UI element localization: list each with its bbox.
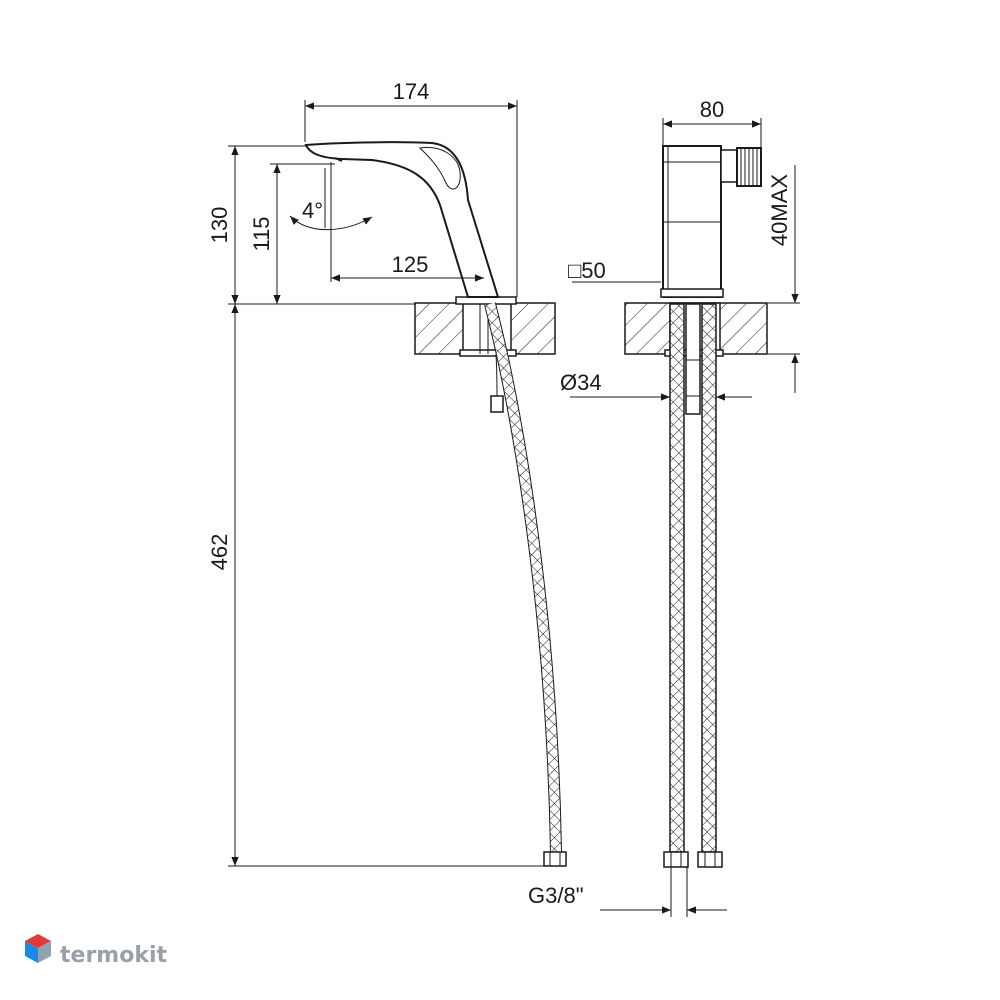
side-fitting xyxy=(543,851,567,867)
dim-thread: G3/8" xyxy=(528,883,584,908)
dim-max-deck: 40MAX xyxy=(767,174,792,246)
dim-spout-length: 174 xyxy=(393,79,430,104)
logo-cube-right-icon xyxy=(38,941,51,963)
dim-hole-dia: Ø34 xyxy=(560,370,602,395)
dim-hose-length: 462 xyxy=(207,534,232,571)
termokit-logo: termokit xyxy=(25,934,167,968)
dim-base-square: □50 xyxy=(568,258,606,283)
side-base-plate xyxy=(455,296,517,305)
faucet-body xyxy=(304,141,500,298)
dim-height-total: 130 xyxy=(207,207,232,244)
hose-clip xyxy=(490,395,504,413)
front-lever-knob xyxy=(720,149,738,183)
side-hose xyxy=(484,302,562,853)
front-fitting-right xyxy=(697,851,723,868)
side-view: 174 130 115 125 4° 462 G3/8" xyxy=(207,79,584,908)
front-fitting-left xyxy=(663,851,689,868)
front-hose-left xyxy=(669,303,685,853)
dim-height-spout: 115 xyxy=(249,216,274,251)
watermark-brand: termokit xyxy=(60,943,167,968)
dim-width: 80 xyxy=(700,97,724,122)
dim-reach: 125 xyxy=(392,252,429,277)
dim-angle: 4° xyxy=(302,198,323,223)
front-view: 80 □50 40MAX Ø34 xyxy=(560,97,800,917)
front-mount-rod xyxy=(685,303,701,415)
faucet-lever xyxy=(418,146,461,190)
front-hose-right xyxy=(701,303,717,853)
logo-cube-left-icon xyxy=(25,941,38,963)
